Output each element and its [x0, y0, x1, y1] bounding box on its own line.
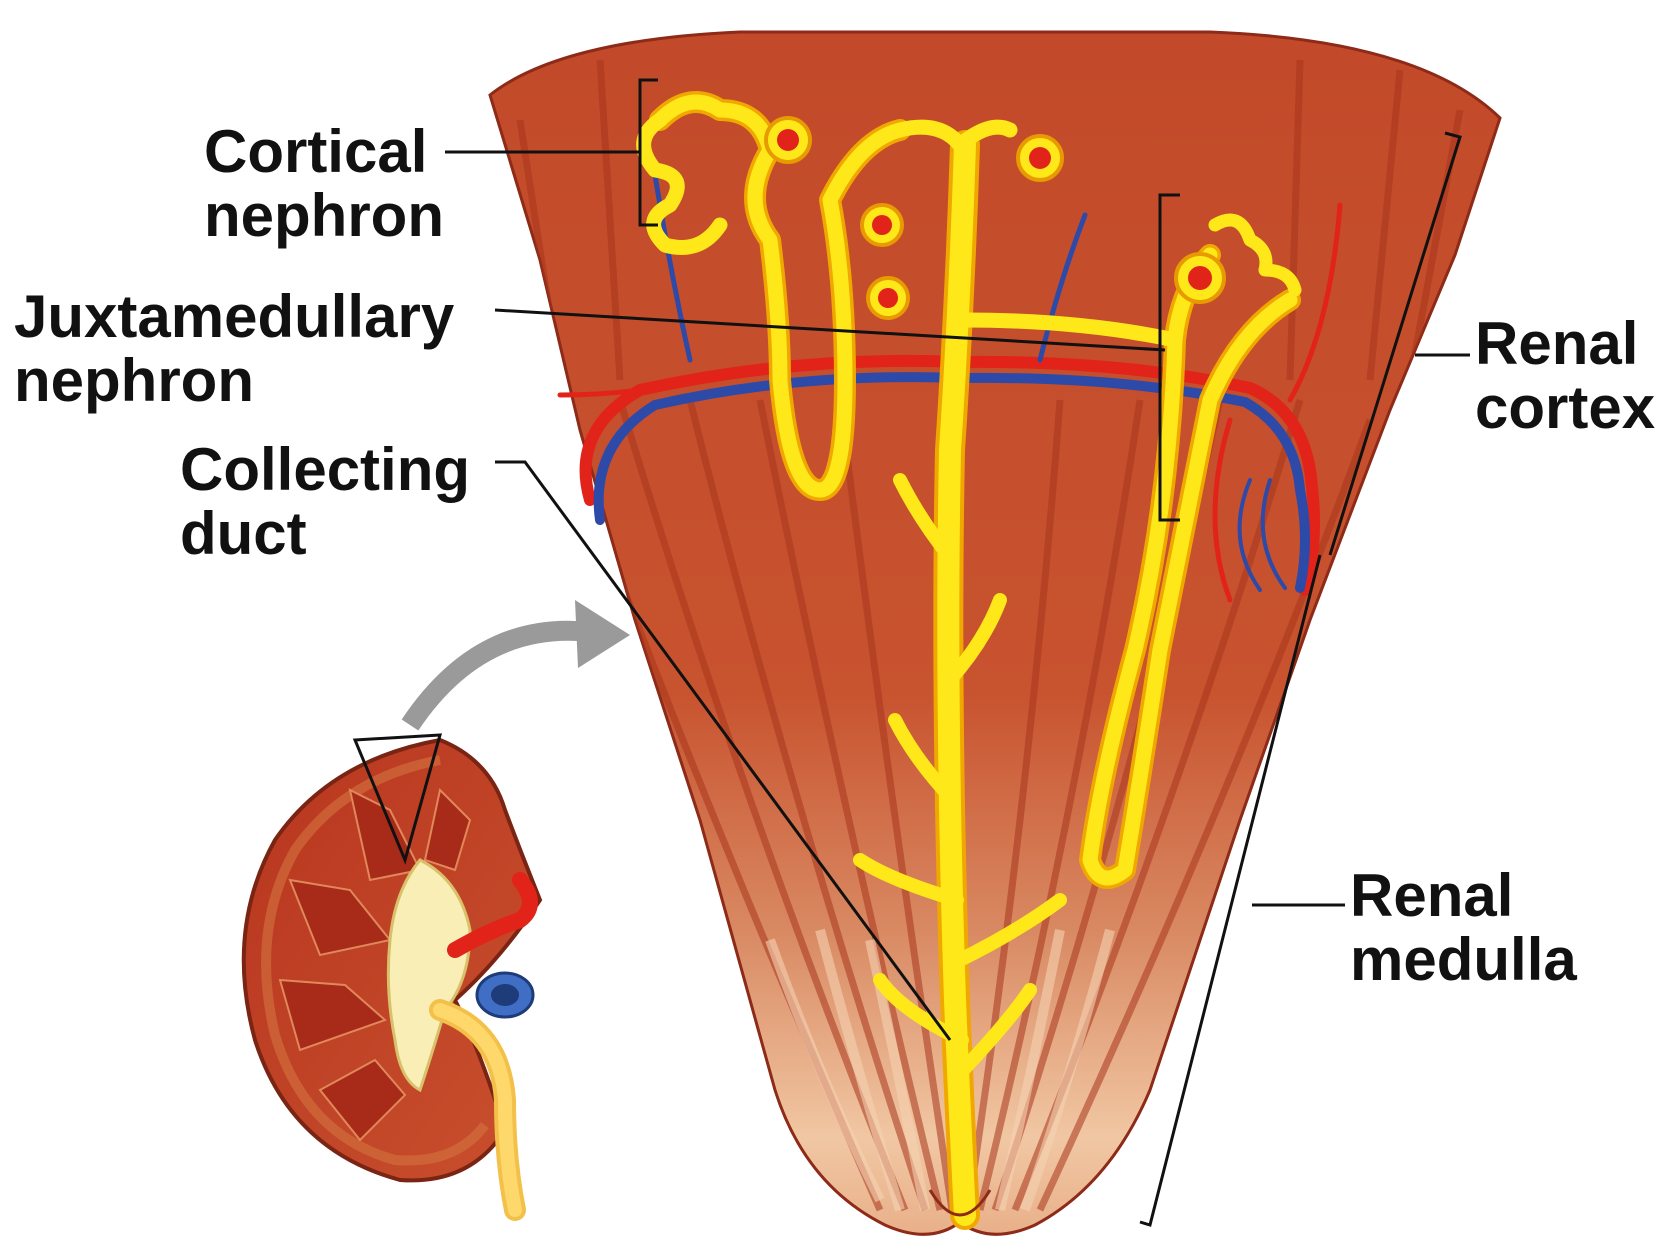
label-cortex-line2: cortex: [1475, 376, 1655, 440]
label-medulla-line1: Renal: [1350, 864, 1577, 928]
label-juxtamedullary-line1: Juxtamedullary: [14, 285, 454, 349]
label-collecting-line1: Collecting: [180, 438, 470, 502]
label-renal-cortex: Renal cortex: [1475, 312, 1655, 440]
label-medulla-line2: medulla: [1350, 928, 1577, 992]
label-cortical-line2: nephron: [204, 184, 444, 248]
label-cortical-nephron: Cortical nephron: [204, 120, 444, 248]
label-juxtamedullary-line2: nephron: [14, 349, 454, 413]
glomerulus-1: [766, 118, 810, 162]
label-juxtamedullary-nephron: Juxtamedullary nephron: [14, 285, 454, 413]
whole-kidney-inset: [244, 735, 540, 1210]
label-renal-medulla: Renal medulla: [1350, 864, 1577, 992]
zoom-arrow-shaft: [410, 631, 590, 725]
label-collecting-line2: duct: [180, 502, 470, 566]
zoom-arrow: [410, 600, 630, 725]
glomerulus-3: [868, 278, 908, 318]
label-cortex-line1: Renal: [1475, 312, 1655, 376]
label-collecting-duct: Collecting duct: [180, 438, 470, 566]
glomerulus-2: [862, 205, 902, 245]
renal-vein-lumen: [491, 984, 519, 1006]
label-cortical-line1: Cortical: [204, 120, 444, 184]
glomerulus-4: [1018, 136, 1062, 180]
glomerulus-5: [1176, 254, 1224, 302]
zoom-arrow-head: [575, 600, 630, 668]
